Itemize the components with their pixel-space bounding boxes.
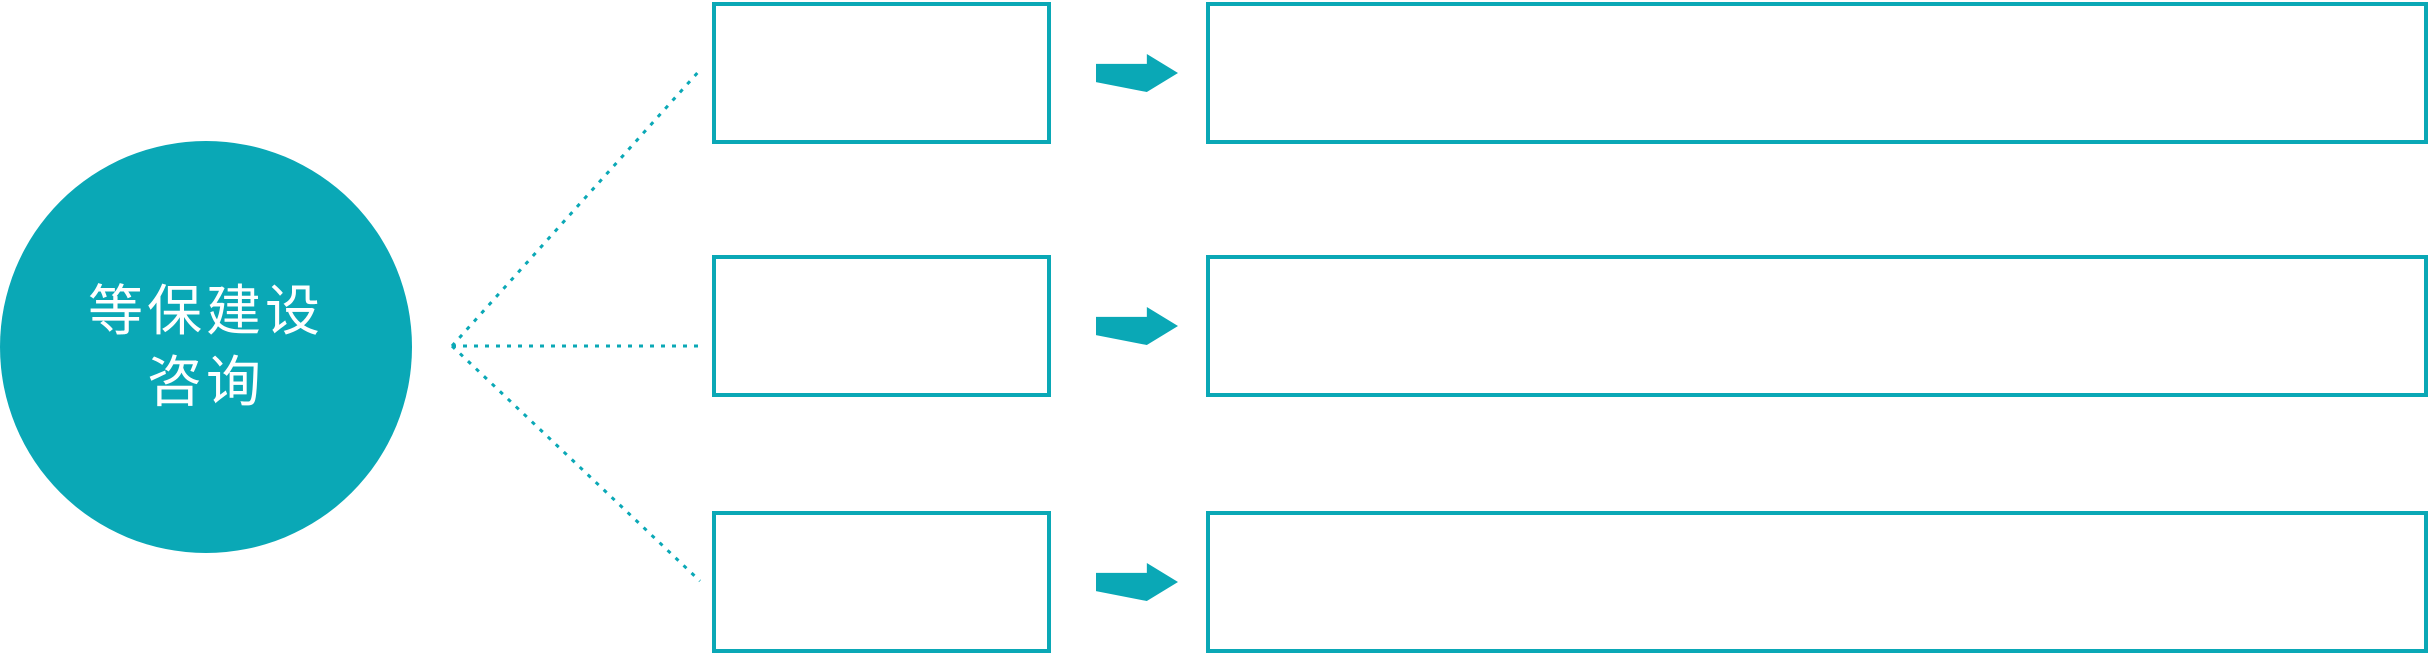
connector-line-bottom (450, 344, 702, 583)
arrow-right-icon-3 (1096, 563, 1178, 601)
detail-box-3 (1206, 511, 2428, 653)
stage-box-3 (712, 511, 1051, 653)
connector-line-top (450, 68, 702, 348)
topic-label-line1: 等保建设 (87, 279, 324, 342)
arrow-right-icon-2 (1096, 307, 1178, 345)
arrow-right-icon-1 (1096, 54, 1178, 92)
stage-box-2 (712, 255, 1051, 397)
topic-circle: 等保建设 咨询 (0, 141, 412, 553)
detail-box-1 (1206, 2, 2428, 144)
detail-box-2 (1206, 255, 2428, 397)
stage-box-1 (712, 2, 1051, 144)
topic-label-line2: 咨询 (146, 351, 265, 413)
